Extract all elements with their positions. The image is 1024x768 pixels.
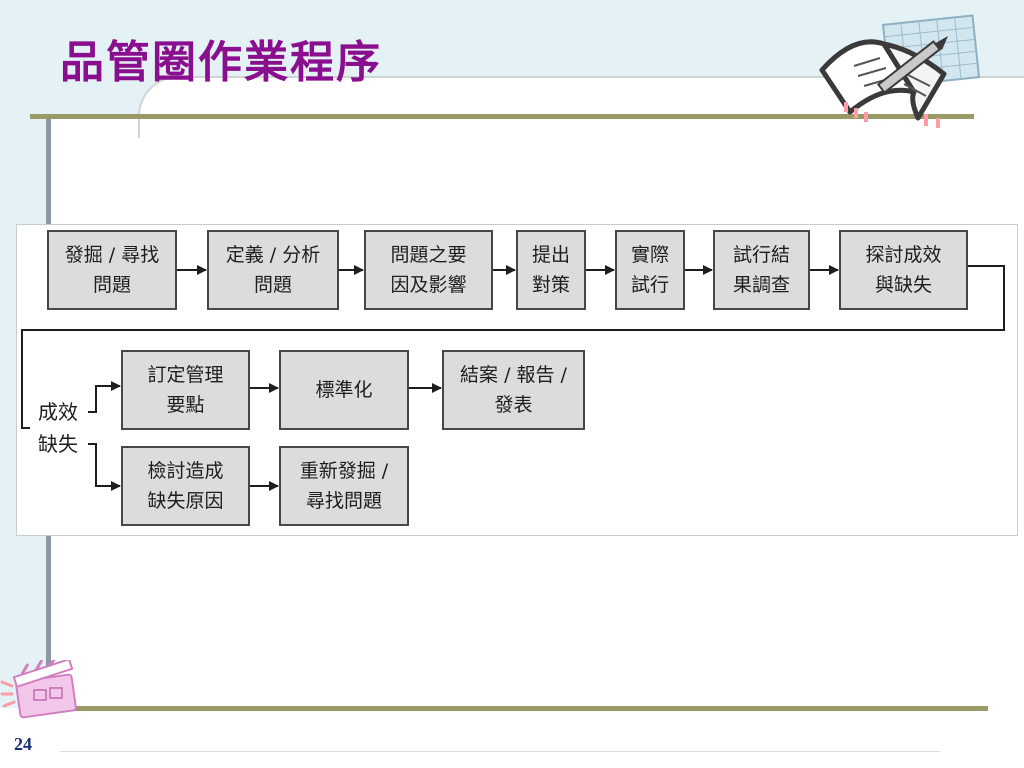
- notebook-pen-clipart-icon: [819, 14, 981, 128]
- footer-line: [60, 751, 940, 752]
- failure-rediscover-box: 重新發掘 / 尋找問題: [279, 446, 409, 526]
- step-propose-measures-box: 提出 對策: [516, 230, 586, 310]
- success-standardize-box: 標準化: [279, 350, 409, 430]
- footer-divider-rule: [30, 706, 988, 711]
- title-divider-rule: [30, 114, 974, 119]
- step-define-analyze-box: 定義 / 分析 問題: [207, 230, 339, 310]
- film-clapper-clipart-icon: [0, 660, 77, 719]
- arrow-branch-failure: [88, 443, 121, 491]
- step-find-problem-box: 發掘 / 尋找 問題: [47, 230, 177, 310]
- step-trial-box: 實際 試行: [615, 230, 685, 310]
- failure-review-causes-box: 檢討造成 缺失原因: [121, 446, 250, 526]
- step-review-outcome-box: 探討成效 與缺失: [839, 230, 968, 310]
- page-number: 24: [14, 734, 32, 754]
- success-set-rules-box: 訂定管理 要點: [121, 350, 250, 430]
- outcome-branch-label: 成效 缺失: [38, 400, 78, 456]
- step-trial-results-box: 試行結 果調查: [713, 230, 810, 310]
- arrow-branch-success: [88, 381, 121, 413]
- wrap-connector: [21, 265, 1005, 429]
- step-causes-effects-box: 問題之要 因及影響: [364, 230, 493, 310]
- success-close-report-box: 結案 / 報告 / 發表: [442, 350, 585, 430]
- slide-title: 品管圈作業程序: [60, 37, 382, 88]
